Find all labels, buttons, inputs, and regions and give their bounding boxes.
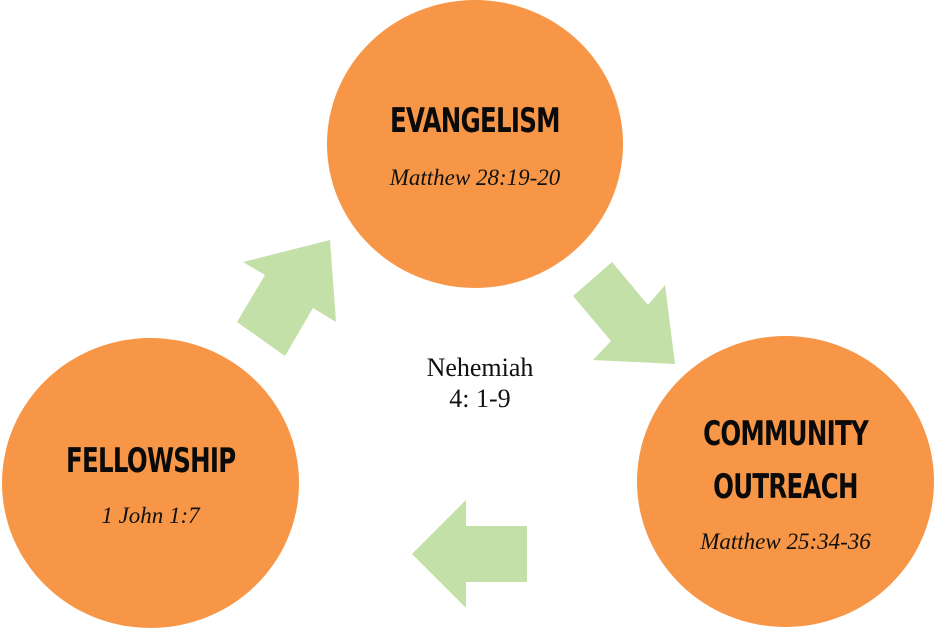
evangelism-reference: Matthew 28:19-20 <box>389 164 561 190</box>
fellowship-reference: 1 John 1:7 <box>101 502 200 528</box>
evangelism-node: EVANGELISM Matthew 28:19-20 <box>327 0 623 288</box>
community-outreach-title-line1: COMMUNITY <box>703 413 869 454</box>
center-label-line2: 4: 1-9 <box>449 384 511 413</box>
fellowship-title: FELLOWSHIP <box>65 441 236 482</box>
arrow-up-right-icon <box>237 240 336 356</box>
community-outreach-title-line2: OUTREACH <box>713 466 858 507</box>
community-outreach-node: COMMUNITY OUTREACH Matthew 25:34-36 <box>637 336 934 627</box>
arrow-down-right-icon <box>573 262 675 364</box>
community-outreach-reference: Matthew 25:34-36 <box>700 529 871 555</box>
center-label-line1: Nehemiah <box>426 353 534 382</box>
arrow-left-icon <box>412 500 527 608</box>
center-label: Nehemiah 4: 1-9 <box>400 352 560 414</box>
evangelism-title: EVANGELISM <box>390 101 560 142</box>
fellowship-node: FELLOWSHIP 1 John 1:7 <box>2 338 299 628</box>
